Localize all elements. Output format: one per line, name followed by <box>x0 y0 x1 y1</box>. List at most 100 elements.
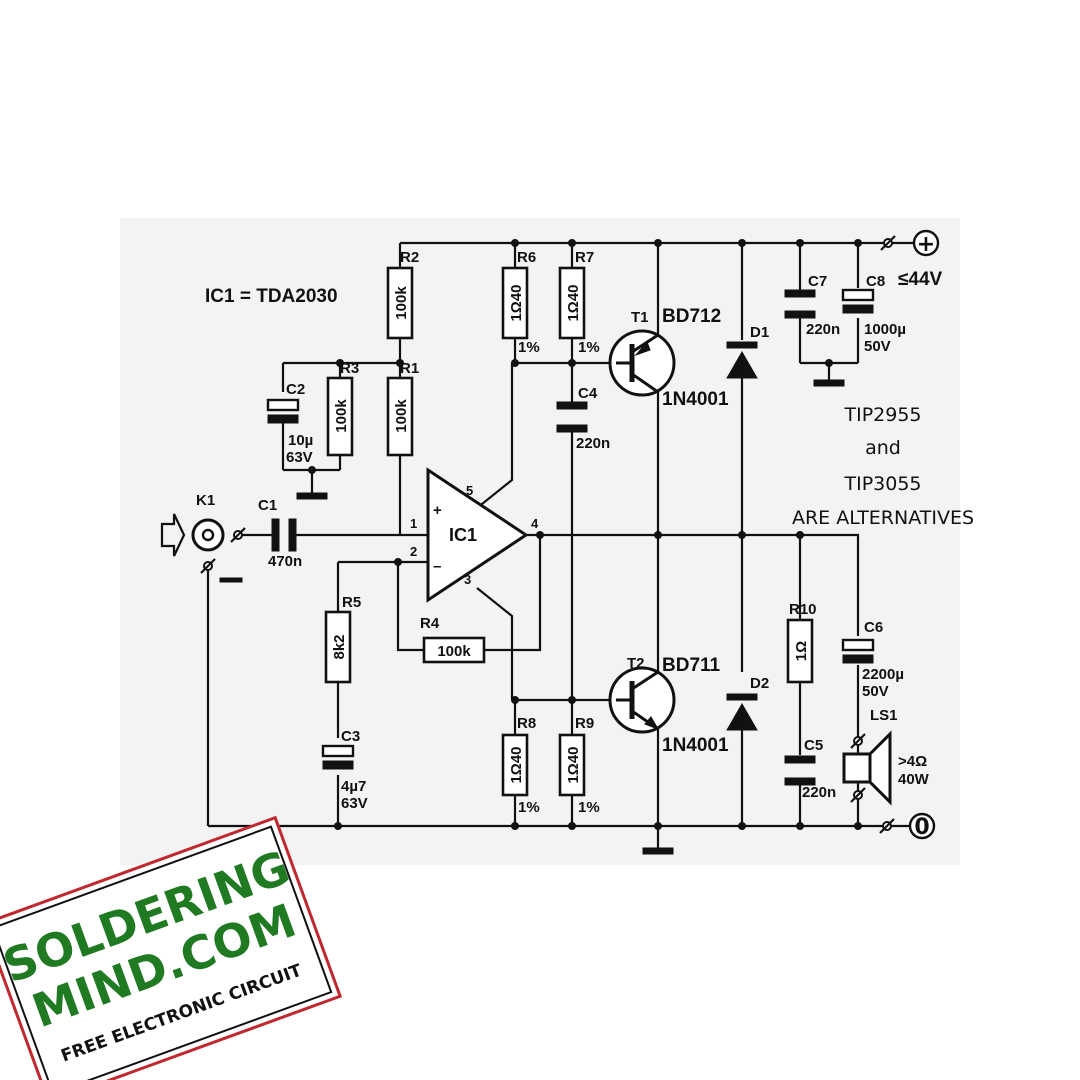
svg-text:C4: C4 <box>578 385 598 402</box>
svg-text:1%: 1% <box>578 799 600 816</box>
svg-text:C1: C1 <box>258 497 277 514</box>
zero-symbol: 0 <box>914 815 929 840</box>
resistor-r9: 1Ω40 R9 1% <box>558 715 600 816</box>
svg-text:C6: C6 <box>864 619 883 636</box>
speaker-ls1: LS1 >4Ω 40W <box>842 707 930 806</box>
svg-text:C2: C2 <box>286 381 305 398</box>
svg-text:T1: T1 <box>631 309 649 326</box>
svg-text:TIP3055: TIP3055 <box>843 473 921 495</box>
pin-4-label: 4 <box>531 516 539 531</box>
svg-text:100k: 100k <box>393 286 410 320</box>
supply-terminal-zero: 0 <box>879 812 936 840</box>
svg-text:1Ω40: 1Ω40 <box>508 746 525 783</box>
svg-text:1%: 1% <box>518 799 540 816</box>
svg-text:LS1: LS1 <box>870 707 898 724</box>
svg-text:C3: C3 <box>341 728 360 745</box>
svg-text:C5: C5 <box>804 737 823 754</box>
soldering-mind-logo: SOLDERING MIND.COM FREE ELECTRONIC CIRCU… <box>0 815 343 1080</box>
svg-text:1Ω40: 1Ω40 <box>508 284 525 321</box>
svg-text:220n: 220n <box>806 321 840 338</box>
svg-text:100k: 100k <box>393 399 410 433</box>
svg-text:R8: R8 <box>517 715 536 732</box>
resistor-r5: 8k2 R5 <box>324 594 361 684</box>
svg-text:R7: R7 <box>575 249 594 266</box>
ground-symbols <box>219 379 845 855</box>
capacitor-c5: C5 220n <box>784 737 836 801</box>
svg-text:R10: R10 <box>789 601 817 618</box>
resistor-r2: 100k R2 <box>386 249 419 340</box>
capacitor-c6: C6 2200µ 50V <box>841 619 904 700</box>
svg-text:C7: C7 <box>808 273 827 290</box>
svg-text:1%: 1% <box>518 339 540 356</box>
capacitor-c3: C3 4µ7 63V <box>321 728 368 812</box>
ic1-plus: + <box>433 502 442 519</box>
input-connector-k1 <box>160 513 246 574</box>
svg-text:1Ω: 1Ω <box>793 641 810 661</box>
svg-text:R3: R3 <box>340 360 359 377</box>
svg-text:R2: R2 <box>400 249 419 266</box>
svg-text:R5: R5 <box>342 594 361 611</box>
capacitor-c7: C7 220n <box>784 273 840 338</box>
svg-text:220n: 220n <box>802 784 836 801</box>
junction-dots <box>308 239 862 830</box>
svg-text:D1: D1 <box>750 324 769 341</box>
resistor-r6: 1Ω40 R6 1% <box>501 249 540 356</box>
svg-text:4µ7: 4µ7 <box>341 778 366 795</box>
diode-d1: D1 1N4001 <box>662 324 769 410</box>
svg-text:2200µ: 2200µ <box>862 666 904 683</box>
pin-1-label: 1 <box>410 516 417 531</box>
svg-text:40W: 40W <box>898 771 930 788</box>
resistor-r8: 1Ω40 R8 1% <box>501 715 540 816</box>
resistor-r4: 100k R4 <box>420 615 486 664</box>
alternatives-note: TIP2955 and TIP3055 ARE ALTERNATIVES <box>792 404 974 529</box>
supply-voltage-label: ≤44V <box>898 269 943 290</box>
svg-text:BD711: BD711 <box>662 655 721 676</box>
pin-3-label: 3 <box>464 572 471 587</box>
svg-text:>4Ω: >4Ω <box>898 753 927 770</box>
capacitor-c1: C1 470n <box>258 497 302 570</box>
svg-text:1N4001: 1N4001 <box>662 389 729 410</box>
svg-text:1000µ: 1000µ <box>864 321 906 338</box>
svg-text:R6: R6 <box>517 249 536 266</box>
svg-text:100k: 100k <box>333 399 350 433</box>
resistor-r3: 100k R3 <box>326 360 359 457</box>
svg-text:50V: 50V <box>862 683 889 700</box>
svg-text:63V: 63V <box>286 449 313 466</box>
svg-text:ARE ALTERNATIVES: ARE ALTERNATIVES <box>792 507 974 529</box>
capacitor-c4: C4 220n <box>556 385 610 452</box>
svg-text:470n: 470n <box>268 553 302 570</box>
ic1-amplifier: IC1 + – 1 2 3 4 5 <box>410 467 539 603</box>
ic-note: IC1 = TDA2030 <box>205 286 338 307</box>
svg-text:100k: 100k <box>437 643 471 660</box>
svg-text:C8: C8 <box>866 273 885 290</box>
supply-terminal-plus: + <box>880 229 940 257</box>
svg-text:TIP2955: TIP2955 <box>843 404 921 426</box>
svg-text:D2: D2 <box>750 675 769 692</box>
k1-label: K1 <box>196 492 215 509</box>
svg-text:T2: T2 <box>627 655 645 672</box>
svg-text:1Ω40: 1Ω40 <box>565 284 582 321</box>
pin-5-label: 5 <box>466 483 473 498</box>
svg-text:220n: 220n <box>576 435 610 452</box>
resistor-r10: 1Ω R10 <box>786 601 817 684</box>
svg-text:1%: 1% <box>578 339 600 356</box>
capacitor-c2: C2 10µ 63V <box>266 381 313 466</box>
transistor-t2: T2 BD711 <box>608 655 721 734</box>
transistor-t1: T1 BD712 <box>608 306 721 397</box>
resistor-r7: 1Ω40 R7 1% <box>558 249 600 356</box>
svg-text:1N4001: 1N4001 <box>662 735 729 756</box>
pin-2-label: 2 <box>410 544 417 559</box>
svg-text:10µ: 10µ <box>288 432 313 449</box>
svg-text:1Ω40: 1Ω40 <box>565 746 582 783</box>
ic1-label: IC1 <box>449 525 477 545</box>
plus-symbol: + <box>917 232 935 257</box>
wiring <box>206 241 888 848</box>
svg-text:8k2: 8k2 <box>331 634 348 659</box>
svg-text:and: and <box>865 437 901 459</box>
ic1-minus: – <box>433 558 441 575</box>
svg-text:50V: 50V <box>864 338 891 355</box>
capacitor-c8: C8 1000µ 50V <box>841 273 906 355</box>
svg-text:R1: R1 <box>400 360 419 377</box>
svg-text:R9: R9 <box>575 715 594 732</box>
